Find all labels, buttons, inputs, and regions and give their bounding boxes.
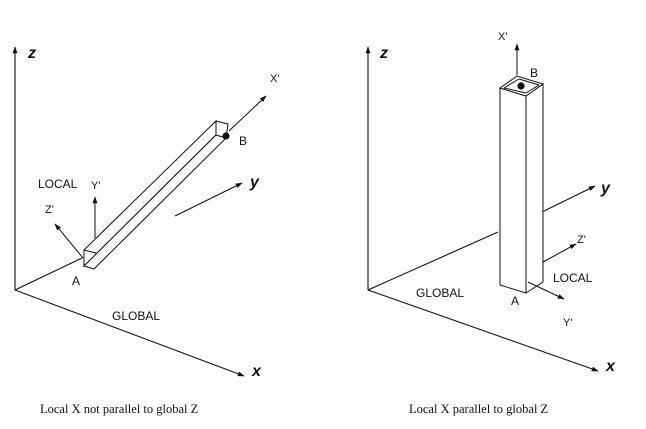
beam-right-face — [83, 134, 227, 270]
caption-right: Local X parallel to global Z — [409, 402, 548, 416]
global-x-axis-line — [367, 289, 599, 372]
global-z-label: z — [379, 45, 388, 62]
local-y-prime-label: Y' — [563, 317, 572, 329]
local-axes-left: X' Y' Z' LOCAL GLOBAL — [38, 73, 279, 323]
point-b-marker — [517, 82, 525, 90]
beam-front-face — [499, 87, 527, 294]
panel-right: z y x B A X' Z' Y' LOCAL GLOBAL — [365, 31, 616, 416]
point-b-label: B — [239, 134, 247, 148]
point-a-label: A — [72, 274, 80, 288]
point-b-marker — [222, 132, 230, 140]
local-z-prime-label: Z' — [45, 204, 54, 216]
global-x-axis-line — [14, 289, 245, 377]
local-z-prime-label: Z' — [577, 234, 586, 246]
global-y-axis-line-ext — [174, 182, 243, 217]
global-axes-left: z y x — [12, 45, 262, 380]
global-y-label: y — [600, 180, 611, 197]
beam-top-inner-edge-3 — [525, 84, 540, 94]
point-a-label: A — [511, 294, 519, 308]
caption-left: Local X not parallel to global Z — [40, 402, 198, 416]
global-axes-right: z y x — [365, 45, 616, 375]
global-label: GLOBAL — [112, 309, 160, 323]
beam-top-inner-edge-2 — [518, 78, 540, 86]
global-z-label: z — [27, 45, 36, 62]
local-x-axis-line — [228, 95, 267, 132]
beam-inclined: B A — [72, 119, 247, 288]
beam-top-inner-edge-1 — [503, 78, 520, 89]
local-z-axis-line — [542, 243, 577, 263]
global-y-label: y — [249, 174, 260, 191]
local-x-prime-label: X' — [270, 73, 279, 85]
beam-side-face — [525, 83, 544, 294]
global-y-axis-line — [367, 231, 499, 291]
beam-vertical: B A — [498, 66, 545, 308]
local-y-prime-label: Y' — [91, 180, 100, 192]
beam-edge-hidden — [83, 249, 97, 254]
global-label: GLOBAL — [416, 286, 464, 300]
global-x-label: x — [605, 358, 616, 375]
local-x-prime-label: X' — [498, 31, 507, 43]
local-label: LOCAL — [553, 271, 593, 285]
local-y-axis-line — [527, 281, 565, 300]
global-y-axis-line-ext — [541, 185, 596, 213]
global-y-axis-line — [14, 257, 83, 291]
point-b-label: B — [530, 66, 538, 80]
beam-left-face — [83, 119, 217, 268]
panel-left: z y x B A X' Y' Z' LOCAL GLOBAL Local X … — [12, 45, 279, 416]
local-z-axis-line — [54, 223, 84, 259]
local-axes-right: X' Z' Y' LOCAL GLOBAL — [416, 31, 593, 329]
local-label: LOCAL — [38, 177, 78, 191]
beam-top-inner-edge-4 — [503, 87, 527, 94]
global-x-label: x — [251, 363, 262, 380]
